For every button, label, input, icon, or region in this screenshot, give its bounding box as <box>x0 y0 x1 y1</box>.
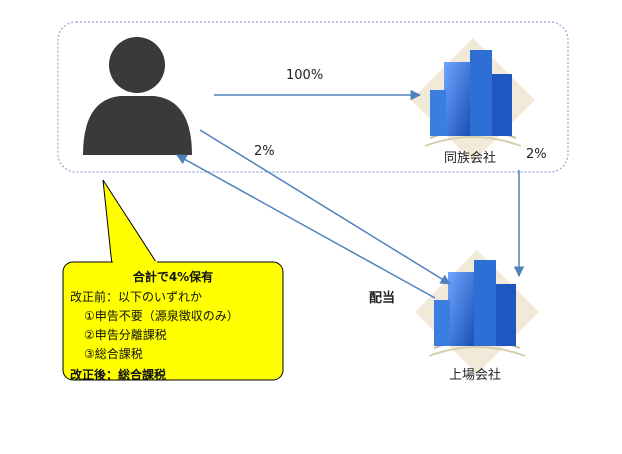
listed-company-building-icon <box>415 250 539 374</box>
edge-label-dividend: 配当 <box>369 291 396 306</box>
callout-title: 合計で4%保有 <box>132 270 214 284</box>
callout-text: 合計で4%保有 改正前：以下のいずれか ①申告不要（源泉徴収のみ） ②申告分離課… <box>70 268 276 383</box>
callout-before-item: ①申告不要（源泉徴収のみ） <box>84 309 239 323</box>
arrow-listed-to-person <box>176 154 436 299</box>
node-label-family-company: 同族会社 <box>444 151 497 166</box>
group-boundary <box>57 21 569 173</box>
family-company-building-icon <box>411 38 535 162</box>
callout-before-item: ②申告分離課税 <box>84 328 167 342</box>
person-icon <box>83 37 192 155</box>
edge-label-person-to-listed: 2% <box>254 144 275 159</box>
callout-before-item: ③総合課税 <box>84 347 143 361</box>
callout-before-heading: 改正前：以下のいずれか <box>70 290 203 304</box>
callout-box <box>62 261 284 381</box>
arrow-person-to-listed <box>199 129 451 285</box>
callout-tail <box>102 179 159 266</box>
edge-label-person-to-family: 100% <box>286 68 324 83</box>
callout-after: 改正後：総合課税 <box>70 368 167 382</box>
node-label-listed-company: 上場会社 <box>449 368 502 383</box>
edge-label-family-to-listed: 2% <box>526 147 547 162</box>
